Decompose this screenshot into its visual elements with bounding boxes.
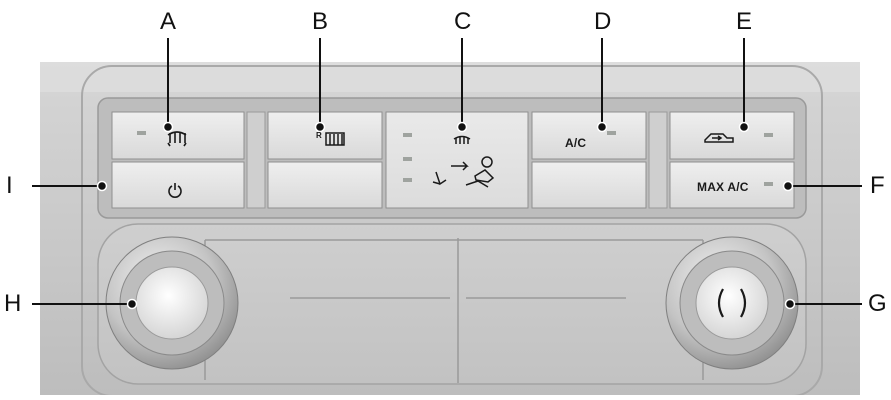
max-ac-label: MAX A/C — [697, 180, 749, 194]
front-defrost-button[interactable] — [111, 111, 245, 160]
callout-f: F — [870, 172, 885, 199]
fan-speed-knob[interactable] — [105, 236, 239, 370]
rear-defrost-button[interactable] — [267, 111, 383, 160]
leader-lines — [32, 38, 862, 305]
temperature-icon — [717, 288, 747, 318]
divider — [648, 111, 668, 209]
callout-i: I — [6, 172, 13, 199]
callout-c: C — [454, 8, 472, 35]
power-button[interactable] — [111, 161, 245, 209]
rear-defrost-prefix: R — [316, 131, 322, 140]
ac-button[interactable] — [531, 111, 647, 160]
divider — [246, 111, 266, 209]
callout-h: H — [4, 290, 22, 317]
temperature-knob[interactable] — [665, 236, 799, 370]
recirculation-button[interactable] — [669, 111, 795, 160]
front-defrost-icon — [167, 131, 187, 147]
recirculation-icon — [704, 133, 734, 143]
lower-blank-button-right[interactable] — [531, 161, 647, 209]
button-row — [111, 111, 795, 209]
callout-g: G — [868, 290, 887, 317]
callout-b: B — [312, 8, 329, 35]
air-distribution-button[interactable] — [385, 111, 529, 209]
callout-d: D — [594, 8, 612, 35]
max-ac-button[interactable] — [669, 161, 795, 209]
leader-dots — [96, 121, 796, 310]
rear-defrost-icon — [325, 132, 345, 146]
ac-label: A/C — [565, 136, 587, 150]
power-icon — [168, 183, 182, 198]
callout-a: A — [160, 8, 177, 35]
lower-blank-button-left[interactable] — [267, 161, 383, 209]
air-distribution-icon — [432, 135, 495, 188]
callout-e: E — [736, 8, 753, 35]
